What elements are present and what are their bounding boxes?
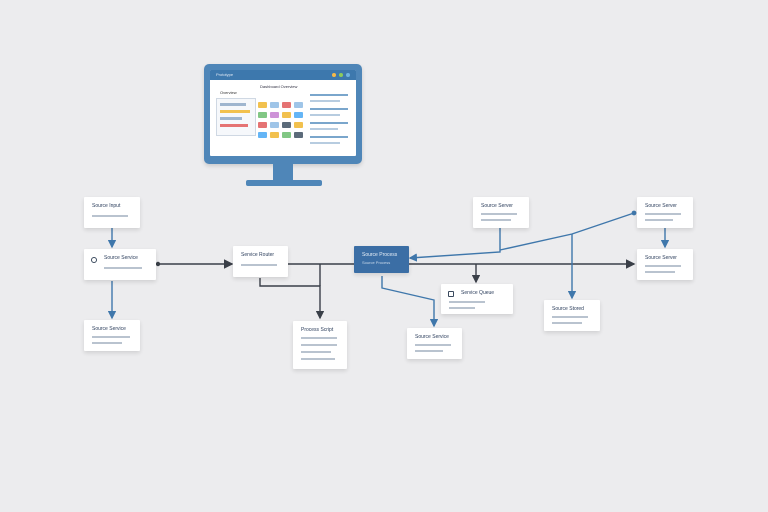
- monitor-title: Prototype: [216, 72, 234, 77]
- node-title: Service Router: [241, 252, 275, 258]
- node-title: Source Service: [92, 326, 126, 332]
- node-source-server-right-top[interactable]: Source Server: [637, 197, 693, 228]
- connector-n4-n5: [259, 278, 325, 320]
- connector-n6-n8: [381, 276, 439, 328]
- node-source-server-right[interactable]: Source Server: [637, 249, 693, 280]
- node-source-input[interactable]: Source Input: [84, 197, 140, 228]
- screen-panel-title: Overview: [220, 90, 237, 95]
- monitor-titlebar: Prototype: [210, 70, 356, 80]
- node-title: Process Script: [301, 327, 334, 333]
- monitor: Prototype Dashboard Overview Overview: [204, 64, 362, 164]
- node-title: Service Queue: [461, 290, 495, 296]
- window-controls: [332, 73, 350, 77]
- monitor-screen: Prototype Dashboard Overview Overview: [210, 70, 356, 156]
- queue-icon: [448, 291, 454, 297]
- window-dot-2: [339, 73, 343, 77]
- node-source-service-left[interactable]: Source Service: [84, 249, 156, 280]
- node-source-service-mid[interactable]: Source Service: [407, 328, 462, 359]
- screen-thumbnail-grid: [256, 98, 306, 146]
- screen-header: Dashboard Overview: [260, 84, 298, 89]
- node-process-script[interactable]: Process Script: [293, 321, 347, 369]
- connector-n9-n6: [408, 228, 501, 262]
- node-source-service-bottom[interactable]: Source Service: [84, 320, 140, 351]
- node-title: Source Service: [104, 255, 138, 261]
- node-title: Source Process: [362, 252, 398, 258]
- node-title: Source Server: [481, 203, 513, 209]
- node-service-router[interactable]: Service Router: [233, 246, 288, 277]
- screen-list: [310, 92, 352, 148]
- monitor-stand: [273, 164, 293, 180]
- screen-panel: Overview: [216, 90, 256, 136]
- gear-icon: [91, 257, 97, 263]
- node-source-server-top[interactable]: Source Server: [473, 197, 529, 228]
- window-dot-3: [346, 73, 350, 77]
- node-title: Source Stored: [552, 306, 584, 312]
- node-title: Source Service: [415, 334, 449, 340]
- window-dot-1: [332, 73, 336, 77]
- monitor-base: [246, 180, 322, 186]
- node-title: Source Server: [645, 203, 677, 209]
- node-source-process[interactable]: Source Process Source Process: [354, 246, 409, 273]
- node-service-queue[interactable]: Service Queue: [441, 284, 513, 314]
- node-title: Source Input: [92, 203, 121, 209]
- node-title: Source Server: [645, 255, 677, 261]
- node-source-stored[interactable]: Source Stored: [544, 300, 600, 331]
- node-subtitle: Source Process: [362, 260, 391, 265]
